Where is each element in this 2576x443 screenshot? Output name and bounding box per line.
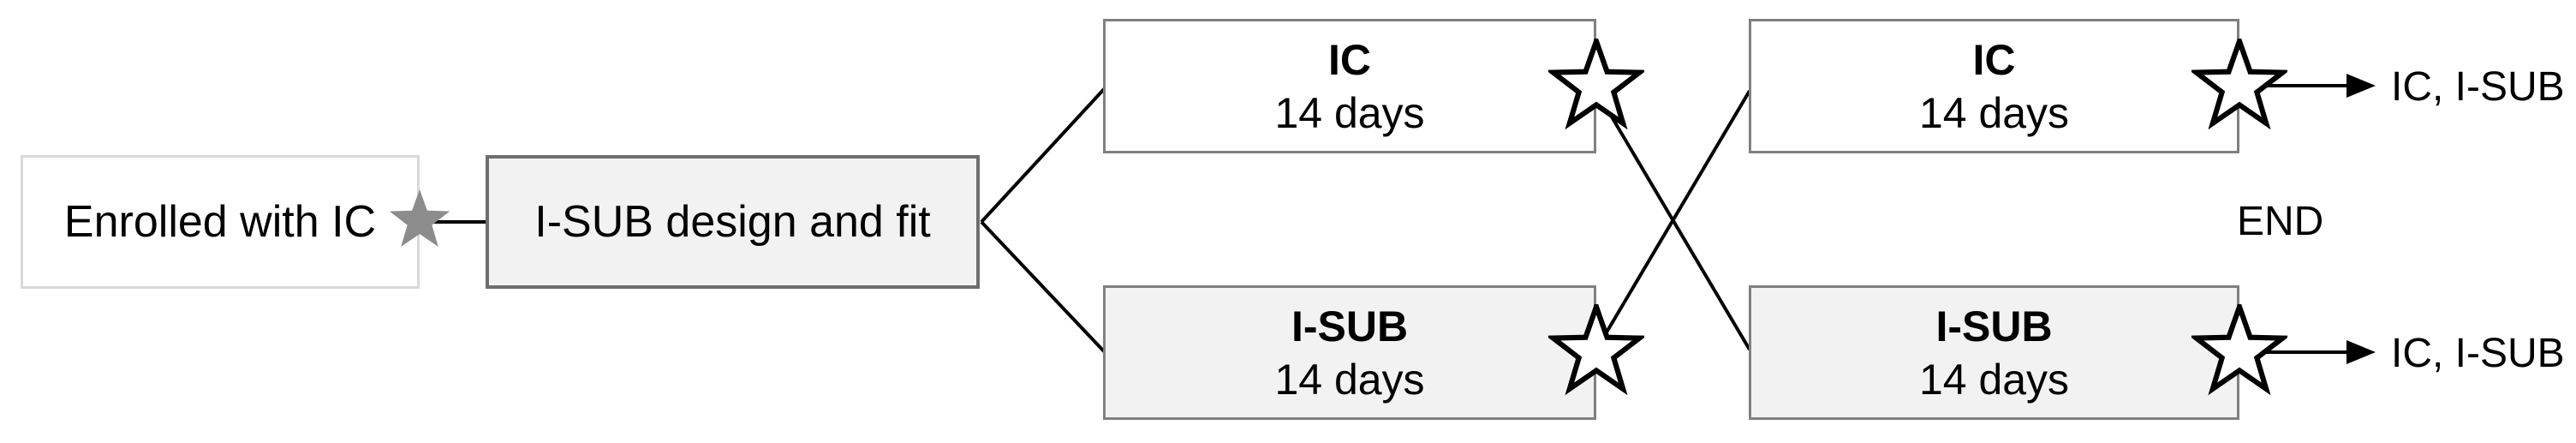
outcome-arrow-bottom-icon xyxy=(2263,340,2376,364)
period1-ic-star-icon xyxy=(1548,39,1644,130)
period2-isub-box: I-SUB 14 days xyxy=(1749,285,2239,420)
outcome-arrow-top-icon xyxy=(2263,74,2376,98)
period1-isub-duration: 14 days xyxy=(1274,355,1425,404)
branch-down-line xyxy=(980,220,1106,354)
design-fit-box-label: I-SUB design and fit xyxy=(534,197,931,247)
outcome-label-top: IC, I-SUB xyxy=(2391,64,2565,110)
enrolled-box: Enrolled with IC xyxy=(21,155,420,289)
outcome-label-bottom: IC, I-SUB xyxy=(2391,331,2565,376)
design-fit-box: I-SUB design and fit xyxy=(486,155,980,289)
period2-ic-star-icon xyxy=(2191,39,2287,130)
branch-up-line xyxy=(980,87,1106,224)
enrollment-filled-star-icon xyxy=(389,189,450,247)
period1-ic-title: IC xyxy=(1328,35,1371,84)
end-label: END xyxy=(2237,199,2324,244)
period1-isub-star-icon xyxy=(1548,304,1644,396)
period2-ic-title: IC xyxy=(1972,35,2016,84)
period2-isub-title: I-SUB xyxy=(1935,302,2053,350)
period1-ic-duration: 14 days xyxy=(1274,88,1425,137)
period1-isub-title: I-SUB xyxy=(1291,302,1409,350)
period1-isub-box: I-SUB 14 days xyxy=(1103,285,1596,420)
period2-ic-box: IC 14 days xyxy=(1749,19,2239,153)
crossover-up-line xyxy=(1595,89,1751,351)
period1-ic-box: IC 14 days xyxy=(1103,19,1596,153)
period2-ic-duration: 14 days xyxy=(1918,88,2070,137)
period2-isub-star-icon xyxy=(2191,304,2287,396)
enrolled-box-label: Enrolled with IC xyxy=(63,197,377,247)
period2-isub-duration: 14 days xyxy=(1918,355,2070,404)
